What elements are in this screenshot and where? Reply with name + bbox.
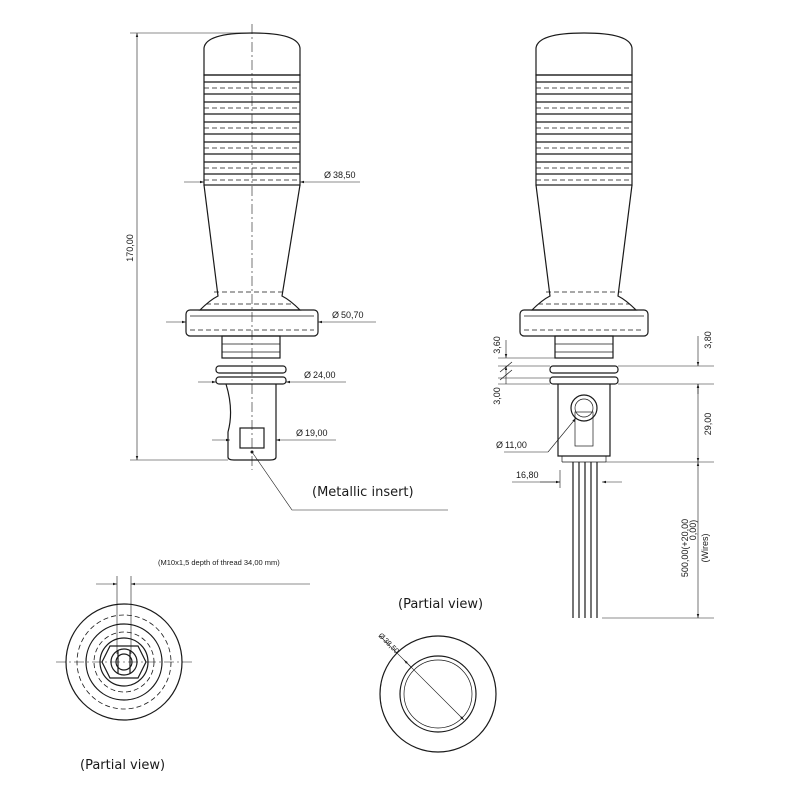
- dim-300: 3,00: [492, 387, 502, 405]
- bottom-partial-view: (M10x1,5 depth of thread 34,00 mm) (Part…: [56, 558, 310, 773]
- nut: [215, 365, 287, 374]
- partial-view-circle: (Partial view) Ø38,50: [377, 597, 497, 753]
- cable-hole: [570, 394, 598, 422]
- dim-wires-length: 500,00(+20,00: [680, 519, 690, 577]
- label-metallic-insert: (Metallic insert): [312, 485, 414, 500]
- thread-note: (M10x1,5 depth of thread 34,00 mm): [158, 558, 280, 567]
- dim-360: 3,60: [492, 336, 502, 354]
- tapered-handle: [198, 184, 302, 311]
- side-body-ribs: [536, 81, 632, 181]
- dim-380: 3,80: [703, 331, 713, 349]
- dim-wires-note: (Wires): [700, 534, 710, 563]
- dim-2900: 29,00: [703, 413, 713, 436]
- wires: [572, 462, 598, 618]
- dim-side-offset: 16,80: [516, 470, 539, 480]
- lower-body: [225, 383, 277, 461]
- neck: [221, 335, 281, 359]
- dome-cap: [203, 32, 301, 76]
- dim-overall-height: 170,00: [125, 234, 135, 262]
- side-view-right: 3,60 3,00 3,80 29,00 500,00(+20,00 0,00)…: [492, 32, 714, 619]
- label-partial-view-left: (Partial view): [80, 758, 165, 773]
- dim-partial-diameter: Ø38,50: [377, 631, 401, 655]
- label-partial-view-right: (Partial view): [398, 597, 483, 612]
- svg-text:0,00): 0,00): [688, 520, 698, 541]
